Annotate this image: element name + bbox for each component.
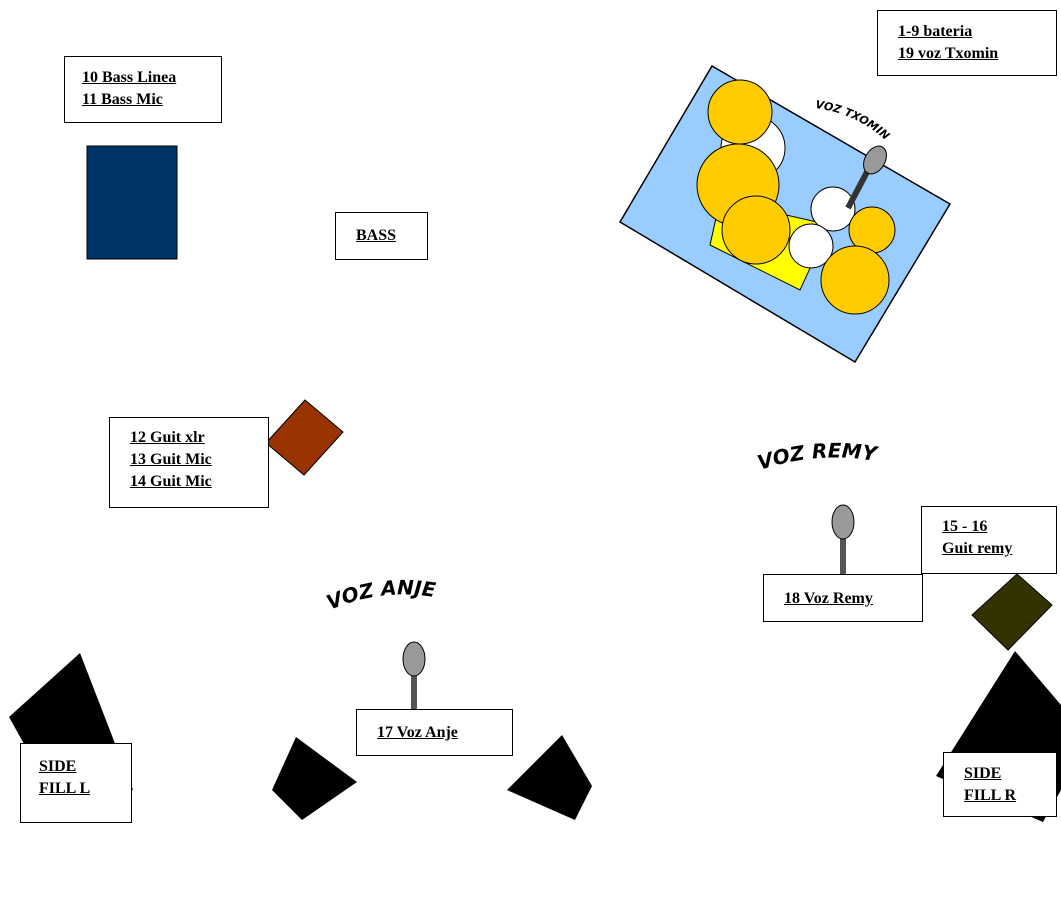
txomin-mic-stand (845, 168, 871, 210)
bass-label: BASS (335, 212, 428, 260)
anje-vocal-channel-text: 17 Voz Anje (377, 724, 458, 741)
anje-mic-icon (402, 641, 426, 677)
guitar-amp (265, 399, 344, 476)
anje-vocal-channel-label: 17 Voz Anje (356, 709, 513, 756)
bass-label-text: BASS (356, 227, 397, 244)
remy-mic-icon (831, 504, 855, 540)
rack-tom-1 (707, 79, 773, 145)
side-fill-l-line-2: FILL L (39, 780, 91, 797)
bass-channel-label: 10 Bass Linea 11 Bass Mic (64, 56, 222, 123)
remy-guitar-channel-label: 15 - 16 Guit remy (921, 506, 1057, 574)
bass-amp (86, 145, 178, 260)
floor-tom-large (820, 245, 890, 315)
guitar-mic-channel-13: 13 Guit Mic (130, 451, 212, 468)
remy-guitar-channel-number: 15 - 16 (942, 518, 988, 535)
side-fill-r-line-2: FILL R (964, 787, 1017, 804)
remy-guitar-amp (971, 573, 1053, 651)
bass-line-channel: 10 Bass Linea (82, 69, 177, 86)
drum-riser (618, 64, 952, 364)
remy-guitar-channel-name: Guit remy (942, 540, 1013, 557)
monitor-wedge-right (507, 735, 592, 820)
snare-drum (721, 195, 791, 265)
guitar-mic-channel-14: 14 Guit Mic (130, 473, 212, 490)
side-fill-l-label: SIDE FILL L (20, 743, 132, 823)
bass-mic-channel: 11 Bass Mic (82, 91, 163, 108)
side-fill-l-line-1: SIDE (39, 758, 77, 775)
monitor-wedge-left (272, 737, 357, 820)
anje-vocal-title: VOZ ANJE (323, 575, 437, 614)
guitar-xlr-channel: 12 Guit xlr (130, 429, 205, 446)
crash-cymbal (788, 223, 834, 269)
drums-channel-line: 1-9 bateria (898, 23, 973, 40)
remy-vocal-channel-label: 18 Voz Remy (763, 574, 923, 622)
remy-vocal-channel-text: 18 Voz Remy (784, 590, 873, 607)
side-fill-r-line-1: SIDE (964, 765, 1002, 782)
ride-cymbal (810, 186, 856, 232)
txomin-mic-icon (863, 145, 887, 175)
remy-vocal-title: VOZ REMY (755, 438, 881, 474)
drums-channel-label: 1-9 bateria 19 voz Txomin (877, 10, 1057, 76)
guitar-channel-label: 12 Guit xlr 13 Guit Mic 14 Guit Mic (109, 417, 269, 508)
side-fill-r-label: SIDE FILL R (943, 752, 1057, 817)
txomin-vocal-channel-line: 19 voz Txomin (898, 45, 999, 62)
